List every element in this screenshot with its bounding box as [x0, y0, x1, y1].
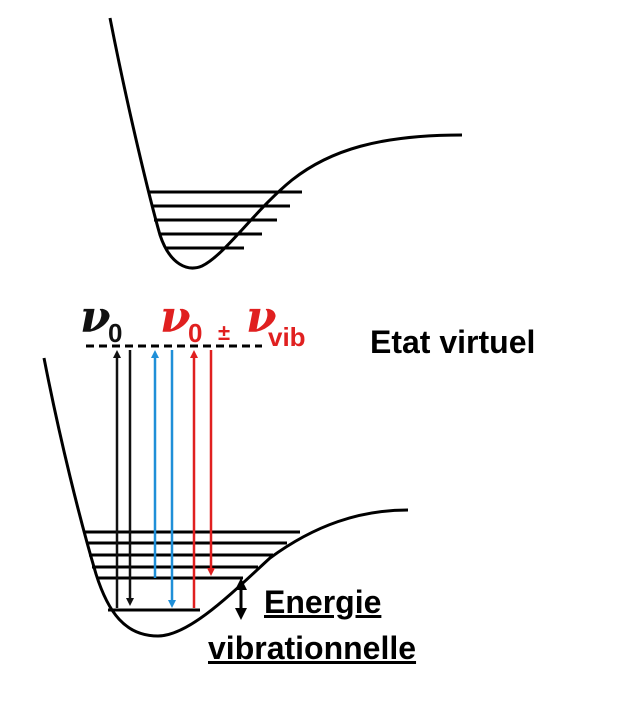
virtual-state-label: Etat virtuel: [370, 324, 536, 360]
excited-state-potential-curve: [108, 17, 463, 270]
ground-state-potential-curve: [42, 357, 409, 638]
vibrational-frequency-symbol: ν: [246, 292, 277, 343]
excited-state-vibrational-levels: [148, 190, 302, 250]
raman-frequency-symbol: ν: [160, 292, 191, 343]
vibrational-energy-label-line2: vibrationnelle: [208, 630, 417, 666]
raman-frequency-subscript: 0: [188, 318, 203, 348]
incident-frequency-symbol: ν: [80, 292, 111, 343]
plus-minus-sign: ±: [218, 320, 231, 345]
ground-state-vibrational-levels: [83, 530, 300, 612]
vibrational-energy-label-line1: Energie: [264, 584, 382, 620]
vibrational-frequency-subscript: vib: [268, 322, 306, 352]
incident-frequency-subscript: 0: [108, 318, 123, 348]
